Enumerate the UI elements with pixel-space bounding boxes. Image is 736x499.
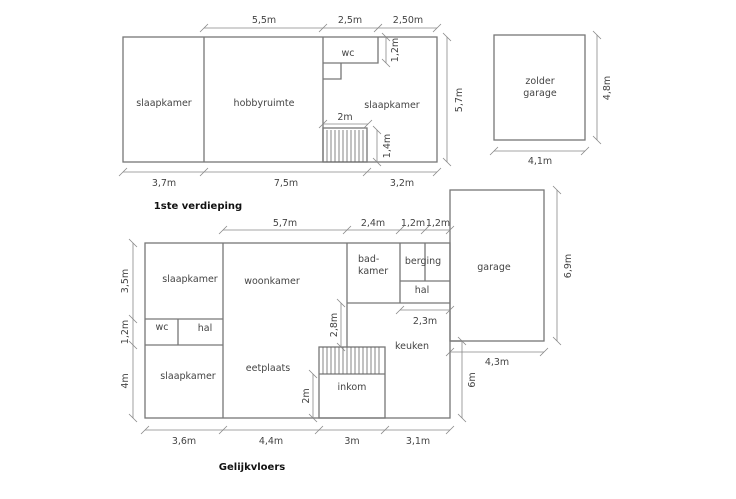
dimension-label: 4,4m [259, 436, 283, 447]
room-label: woonkamer [244, 276, 300, 287]
ground-floor-title: Gelijkvloers [219, 462, 285, 473]
dimension-label: 5,7m [454, 88, 465, 112]
dimension-label: 7,5m [274, 178, 298, 189]
room-label: garage [477, 262, 511, 273]
dimension-label: 1,2m [390, 38, 401, 62]
dimension-label: 1,2m [120, 320, 131, 344]
room-label: bad- [358, 254, 379, 265]
room-label: berging [405, 256, 441, 267]
upper-dimension-lines [118, 23, 452, 177]
room-label: kamer [358, 266, 388, 277]
room-label: slaapkamer [160, 371, 216, 382]
dimension-label: 5,5m [252, 15, 276, 26]
ground-stairs [322, 347, 380, 374]
dimension-label: 3m [344, 436, 359, 447]
dimension-label: 2,5m [338, 15, 362, 26]
dimension-label: 3,6m [172, 436, 196, 447]
ground-dimension-lines [128, 185, 562, 435]
dimension-label: 3,2m [390, 178, 414, 189]
dimension-label: 4,8m [602, 76, 613, 100]
ground-floor-walls [144, 189, 545, 419]
dimension-label: 1,2m [401, 218, 425, 229]
dimension-label: 6m [467, 372, 478, 387]
dimension-label: 2,4m [361, 218, 385, 229]
dimension-label: 4m [120, 373, 131, 388]
room-label: slaapkamer [364, 100, 420, 111]
room-label: eetplaats [246, 363, 290, 374]
dimension-label: 2m [337, 112, 352, 123]
upper-stairs [326, 130, 364, 162]
dimension-label: 2,50m [393, 15, 423, 26]
dimension-label: 3,7m [152, 178, 176, 189]
room-label: keuken [395, 341, 429, 352]
room-label: garage [523, 88, 557, 99]
dimension-label: 2,8m [329, 313, 340, 337]
dimension-label: 1,4m [382, 134, 393, 158]
dimension-label: 5,7m [273, 218, 297, 229]
dimension-label: 3,1m [406, 436, 430, 447]
attic-garage-walls [493, 34, 586, 141]
dimension-label: 4,1m [528, 156, 552, 167]
room-label: hal [415, 285, 429, 296]
upper-floor-walls [122, 36, 438, 163]
dimension-label: 4,3m [485, 357, 509, 368]
dimension-label: 1,2m [426, 218, 450, 229]
room-label: hobbyruimte [234, 98, 295, 109]
dimension-label: 2m [301, 388, 312, 403]
room-label: wc [342, 48, 355, 59]
room-label: hal [198, 323, 212, 334]
dimension-label: 6,9m [563, 254, 574, 278]
dimension-label: 3,5m [120, 269, 131, 293]
room-label: inkom [338, 382, 367, 393]
room-label: slaapkamer [162, 274, 218, 285]
room-label: wc [156, 322, 169, 333]
room-label: slaapkamer [136, 98, 192, 109]
room-label: zolder [525, 76, 554, 87]
dimension-label: 2,3m [413, 316, 437, 327]
upper-floor-title: 1ste verdieping [154, 201, 242, 212]
